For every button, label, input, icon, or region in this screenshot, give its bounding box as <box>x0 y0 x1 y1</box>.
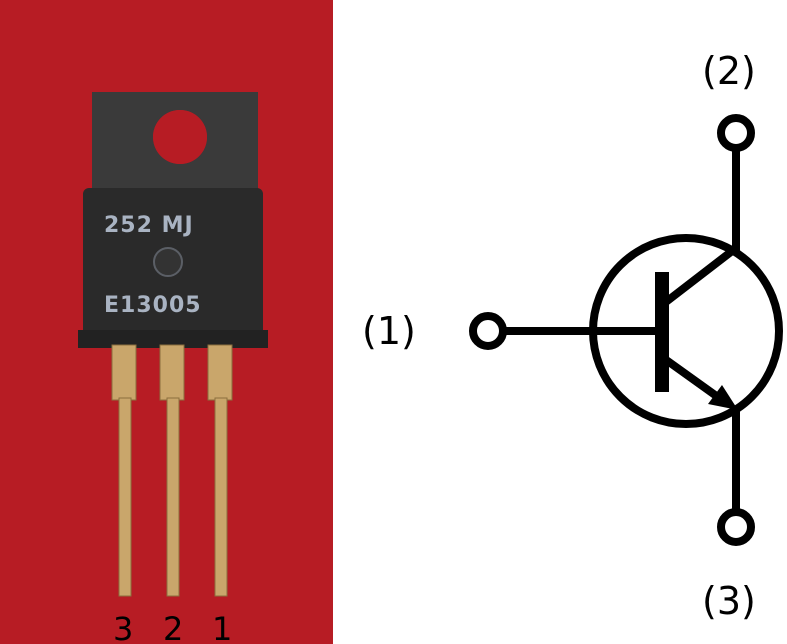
body-shoulder-left <box>78 330 268 348</box>
mounting-hole <box>153 110 207 164</box>
base-label: (1) <box>362 309 416 353</box>
leads <box>111 344 233 597</box>
emitter-terminal <box>717 508 755 546</box>
part-marking-line1: 252 MJ <box>104 213 194 238</box>
lead-3-shoulder <box>111 344 137 401</box>
npn-symbol <box>469 114 783 546</box>
lead-1 <box>214 397 228 597</box>
lead-2-shoulder <box>159 344 185 401</box>
part-marking-line2: E13005 <box>104 293 202 318</box>
heatsink-tab <box>92 92 258 192</box>
lead-1-shoulder <box>207 344 233 401</box>
emitter-diagonal <box>658 353 726 404</box>
pin-label-3: 3 <box>113 610 133 644</box>
pin-labels: 3 2 1 <box>113 610 232 644</box>
emitter-label: (3) <box>702 579 756 623</box>
emitter-arrow <box>708 385 738 410</box>
collector-diagonal <box>658 244 740 309</box>
pin-label-2: 2 <box>163 610 183 644</box>
lead-2 <box>166 397 180 597</box>
lead-3 <box>118 397 132 597</box>
collector-terminal <box>717 114 755 152</box>
pin-label-1: 1 <box>212 610 232 644</box>
logo-mark <box>153 247 183 277</box>
collector-label: (2) <box>702 49 756 93</box>
base-terminal <box>469 312 507 350</box>
transistor-photo: 252 MJ E13005 3 2 1 <box>0 0 333 644</box>
